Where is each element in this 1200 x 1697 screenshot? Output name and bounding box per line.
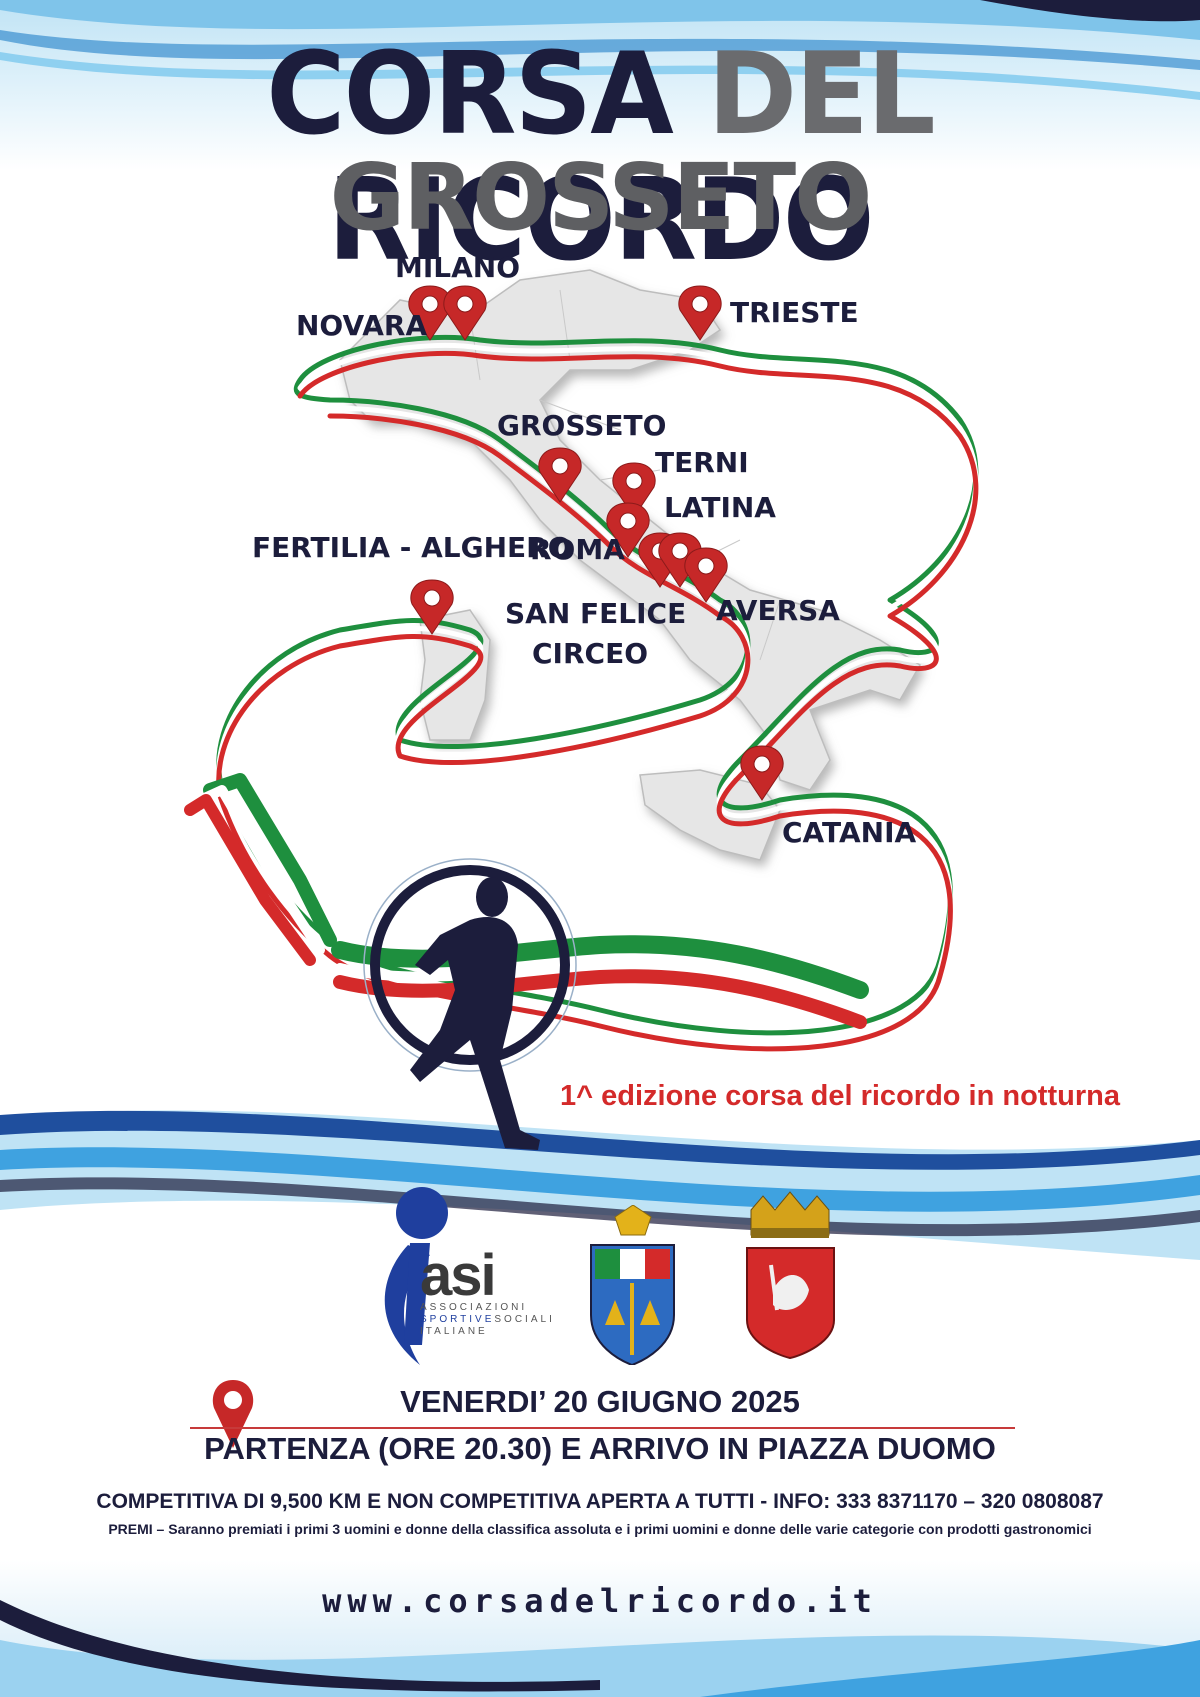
city-label-trieste: TRIESTE: [730, 296, 859, 329]
runner-silhouette: [410, 877, 540, 1150]
city-label-fertilia-alghero: FERTILIA - ALGHERO: [252, 531, 572, 564]
edition-text: 1^ edizione corsa del ricordo in notturn…: [560, 1080, 1120, 1112]
page-title: CORSA DEL RICORDO: [0, 28, 1200, 287]
location-pins: [408, 285, 784, 801]
city-label-novara: NOVARA: [296, 309, 428, 342]
divider-line: [190, 1427, 1015, 1429]
city-label-san-felice: SAN FELICE: [505, 597, 687, 630]
asi-logo: [384, 1187, 448, 1365]
asi-sub-sportive: SPORTIVE: [420, 1314, 495, 1325]
city-label-terni: TERNI: [655, 446, 749, 479]
website-link[interactable]: www.corsadelricordo.it: [322, 1582, 878, 1620]
city-label-roma: ROMA: [530, 533, 625, 566]
city-label-circeo: CIRCEO: [532, 637, 649, 670]
asi-sub-line-3: ITALIANE: [420, 1326, 488, 1337]
city-label-aversa: AVERSA: [716, 594, 840, 627]
title-word-1: CORSA: [266, 28, 674, 161]
asi-logo-text: asi: [420, 1243, 497, 1308]
title-word-3: RICORDO: [327, 154, 874, 287]
location-pin-icon: [212, 1380, 254, 1448]
city-label-grosseto: GROSSETO: [497, 409, 667, 442]
grosseto-coat-of-arms: [746, 1191, 835, 1360]
city-label-milano: MILANO: [395, 251, 521, 284]
city-label-catania: CATANIA: [782, 816, 917, 849]
title-word-2: DEL: [707, 28, 935, 161]
asi-sub-line-2: SPORTIVESOCIALI: [420, 1314, 555, 1325]
association-crest: [590, 1205, 675, 1365]
city-label-latina: LATINA: [664, 491, 776, 524]
event-details: COMPETITIVA DI 9,500 KM E NON COMPETITIV…: [96, 1490, 1104, 1513]
page-subtitle: GROSSETO: [329, 144, 873, 251]
event-date: VENERDI’ 20 GIUGNO 2025: [400, 1384, 800, 1419]
event-start-location: PARTENZA (ORE 20.30) E ARRIVO IN PIAZZA …: [204, 1431, 996, 1466]
asi-sub-line-1: ASSOCIAZIONI: [420, 1302, 528, 1313]
event-prizes: PREMI – Saranno premiati i primi 3 uomin…: [108, 1521, 1092, 1537]
asi-sub-sociali: SOCIALI: [494, 1314, 555, 1325]
